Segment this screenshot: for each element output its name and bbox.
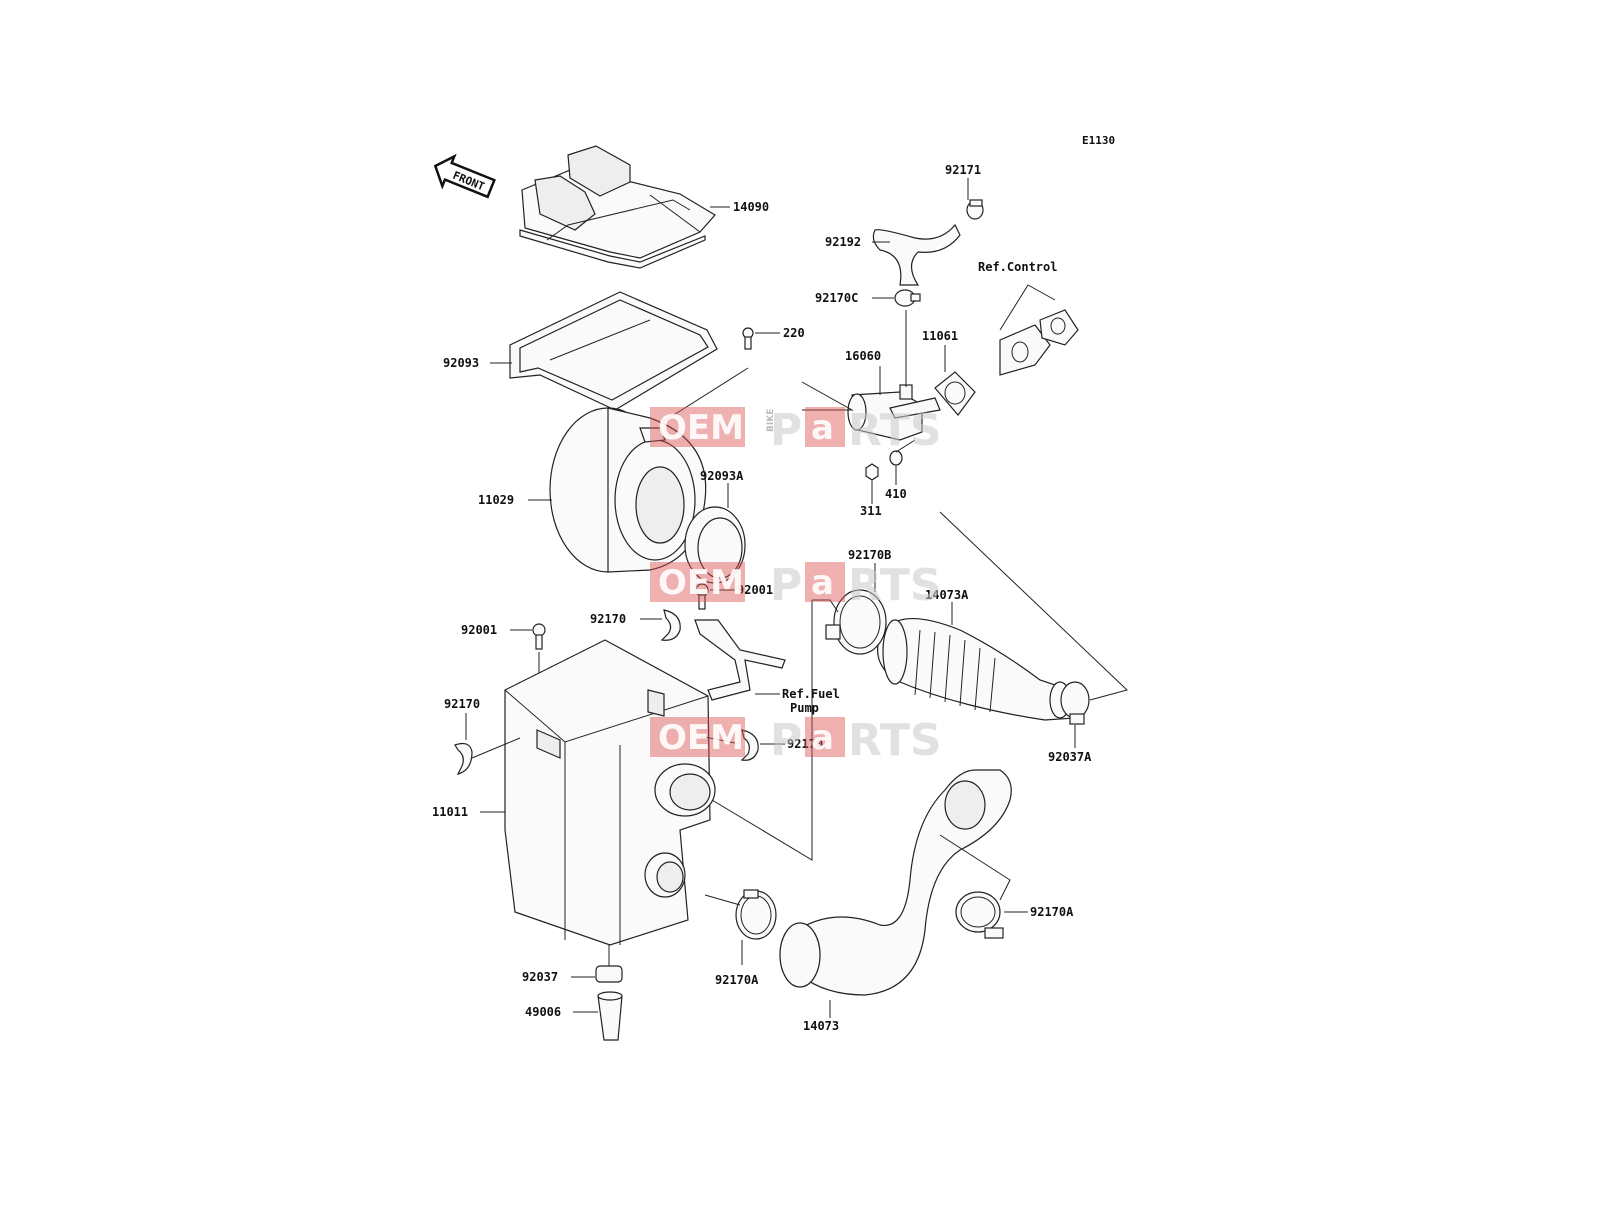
label-11029: 11029	[478, 493, 514, 507]
ref-fuel-pump-label: Ref.Fuel	[782, 687, 840, 701]
label-92093A: 92093A	[700, 469, 744, 483]
control-bracket	[999, 309, 1079, 376]
fuel-pump-bracket	[694, 619, 786, 701]
air-filter-element	[549, 407, 707, 573]
svg-text:P: P	[770, 715, 802, 766]
drain-plug-49006	[597, 991, 623, 1041]
label-92170C: 92170C	[815, 291, 858, 305]
label-92171: 92171	[945, 163, 981, 177]
svg-text:P: P	[770, 560, 802, 611]
clamp-92170B	[825, 589, 887, 655]
label-14090: 14090	[733, 200, 769, 214]
seal-ring-92093A	[684, 506, 746, 584]
clamp-92170-top	[660, 609, 681, 641]
drain-clamp-92037	[595, 965, 623, 983]
label-92170A-bottom: 92170A	[715, 973, 759, 987]
clamp-92170-right	[740, 729, 759, 761]
label-92093: 92093	[443, 356, 479, 370]
housing-outlet-upper	[654, 763, 716, 817]
label-92001-top: 92001	[737, 583, 773, 597]
clip-92171	[966, 199, 984, 220]
label-92170B: 92170B	[848, 548, 891, 562]
label-92001-left: 92001	[461, 623, 497, 637]
watermark-2: OEM P a RTS	[650, 560, 942, 611]
label-49006: 49006	[525, 1005, 561, 1019]
svg-text:a: a	[811, 718, 834, 758]
watermark-3: OEM P a RTS	[650, 715, 942, 766]
clamp-92170C	[894, 289, 921, 307]
throttle-body-16060	[847, 384, 941, 441]
svg-text:a: a	[811, 408, 834, 448]
label-16060: 16060	[845, 349, 881, 363]
svg-text:P: P	[770, 405, 802, 456]
washer-410	[889, 450, 903, 466]
gasket-11061	[934, 371, 976, 416]
watermark-1: OEM BIKE P a RTS	[650, 405, 942, 456]
front-arrow-icon: FRONT	[433, 153, 496, 199]
clamp-92037A	[1060, 681, 1090, 725]
gasket-92093	[509, 291, 718, 411]
label-410: 410	[885, 487, 907, 501]
svg-text:RTS: RTS	[848, 560, 942, 611]
hose-92192	[872, 223, 961, 286]
screw-220	[742, 327, 754, 350]
svg-text:BIKE: BIKE	[766, 409, 776, 432]
svg-text:RTS: RTS	[848, 405, 942, 456]
label-11061: 11061	[922, 329, 958, 343]
clamp-92170A-bottom	[735, 889, 777, 940]
svg-text:OEM: OEM	[658, 408, 744, 448]
label-92170-right: 92170	[787, 737, 823, 751]
clamp-92170A-right	[955, 891, 1004, 939]
bolt-92001-top	[695, 583, 709, 610]
ref-fuel-pump-label-2: Pump	[790, 701, 819, 715]
label-92170-left: 92170	[444, 697, 480, 711]
label-14073: 14073	[803, 1019, 839, 1033]
nut-311	[865, 463, 879, 481]
svg-text:OEM: OEM	[658, 718, 744, 758]
label-11011: 11011	[432, 805, 468, 819]
svg-text:a: a	[811, 563, 834, 603]
intake-duct-14073	[779, 769, 1012, 996]
label-14073A: 14073A	[925, 588, 969, 602]
label-92170A-right: 92170A	[1030, 905, 1074, 919]
bolt-92001-left	[532, 623, 546, 650]
label-92192: 92192	[825, 235, 861, 249]
label-220: 220	[783, 326, 805, 340]
svg-text:OEM: OEM	[658, 563, 744, 603]
label-92037A: 92037A	[1048, 750, 1092, 764]
clamp-92170-left	[454, 742, 473, 775]
housing-outlet-lower	[644, 852, 686, 898]
label-92037: 92037	[522, 970, 558, 984]
air-cleaner-cover	[519, 145, 716, 269]
diagram-code: E1130	[1082, 134, 1115, 147]
intake-boot-14073A	[877, 617, 1076, 721]
ref-control-label: Ref.Control	[978, 260, 1057, 274]
label-92170-top: 92170	[590, 612, 626, 626]
label-311: 311	[860, 504, 882, 518]
svg-text:RTS: RTS	[848, 715, 942, 766]
